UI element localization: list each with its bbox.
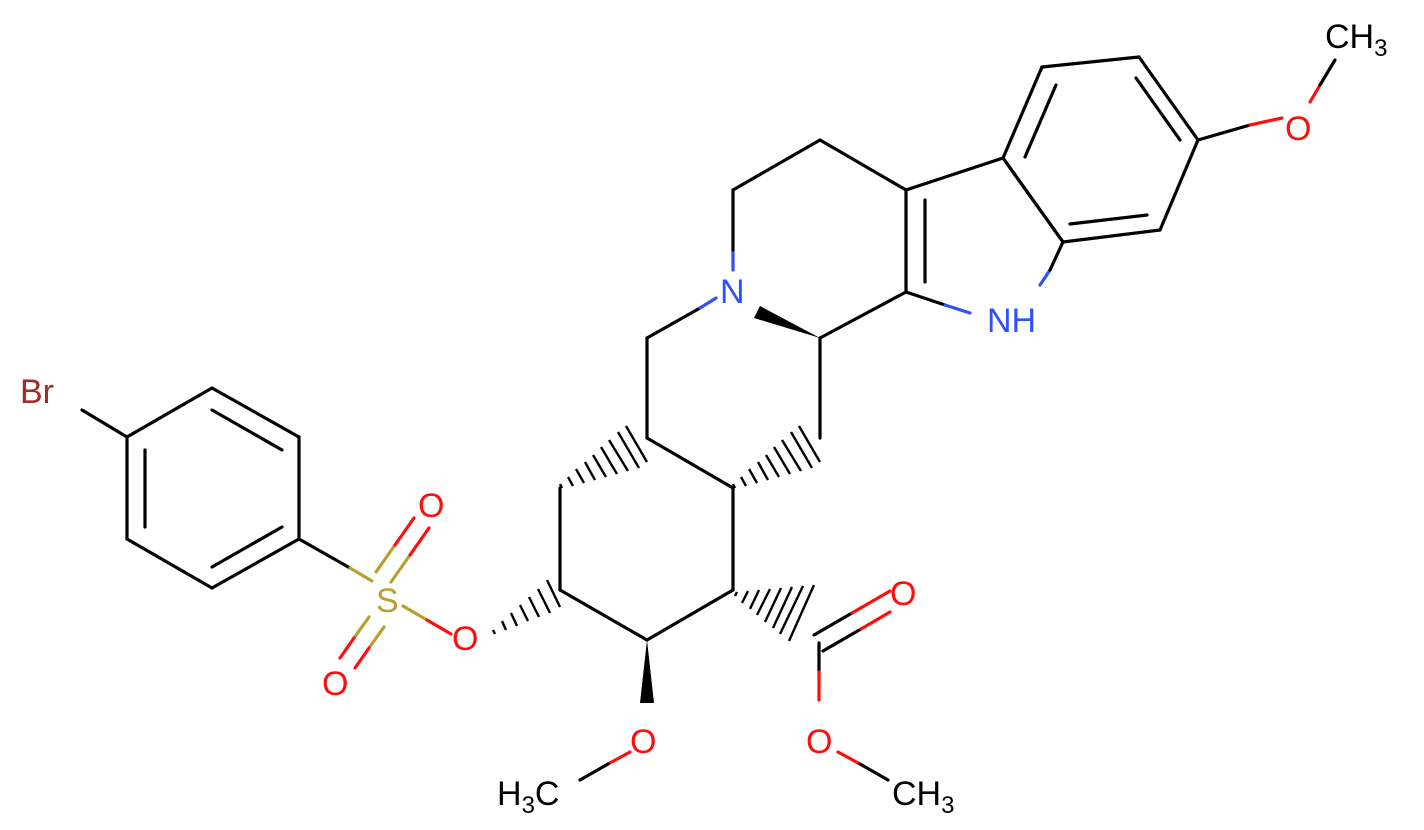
nh-label: NH (987, 302, 1036, 340)
s-o-bond-red (425, 618, 453, 636)
wedge-n (754, 306, 820, 338)
s-label: S (376, 582, 399, 620)
aryl-o-bond-red (1248, 116, 1284, 127)
h3c-left-label: H3C (497, 775, 559, 819)
n-ring-label: N (720, 273, 745, 311)
indole-benzene (1001, 55, 1200, 244)
o-sulfonyl-top-label: O (418, 487, 444, 525)
ch2-c-bond (818, 138, 908, 192)
o-ch3-aryl (1318, 58, 1337, 87)
ch2-ch2-bond (731, 138, 822, 192)
hashed-wedge-o-c (491, 579, 562, 635)
ch3-aryl-label: CH3 (1325, 18, 1387, 62)
ring-d-bonds (645, 306, 702, 440)
aryl-o-bond (1196, 123, 1252, 142)
o-carbonyl-label: O (890, 575, 916, 613)
wedge-methoxy (640, 640, 654, 703)
hashed-wedge-ring-e-top (558, 425, 649, 489)
o-ch3-aryl-red (1308, 83, 1322, 104)
ring-e-bonds (558, 436, 735, 642)
o-ch3-bond-black (578, 762, 610, 782)
ester-c-o-double-2 (821, 627, 863, 653)
bromophenyl-ring (125, 386, 301, 590)
aryl-s-bond (297, 537, 352, 570)
s-o-bond (401, 604, 429, 622)
br-label: Br (20, 373, 54, 411)
indole-pyrrole (818, 156, 1065, 340)
o-ch3-bond (606, 750, 632, 766)
ester-o-ch3 (836, 750, 862, 766)
sulfonyl-double-bonds (338, 516, 431, 670)
ester-c-o-double-2r (859, 610, 892, 631)
hashed-wedge-ester (733, 584, 816, 642)
ch3-ester-label: CH3 (892, 775, 954, 819)
o-sulfonyl-bottom-label: O (322, 665, 348, 703)
ester-o-ch3-black (858, 762, 890, 782)
o-ester-link-label: O (452, 620, 478, 658)
br-bond (80, 408, 129, 439)
o-methoxy-ring-label: O (630, 723, 656, 761)
hashed-wedge-ring-d (731, 425, 822, 489)
o-ester-label: O (806, 723, 832, 761)
ester-c-o-double-1 (812, 611, 854, 637)
ring-d-n-bond-blue (698, 296, 718, 310)
aryl-s-bond-color (348, 566, 374, 583)
o-aryl-methoxy-label: O (1285, 110, 1311, 148)
ester-c-o-double-1r (850, 589, 892, 615)
